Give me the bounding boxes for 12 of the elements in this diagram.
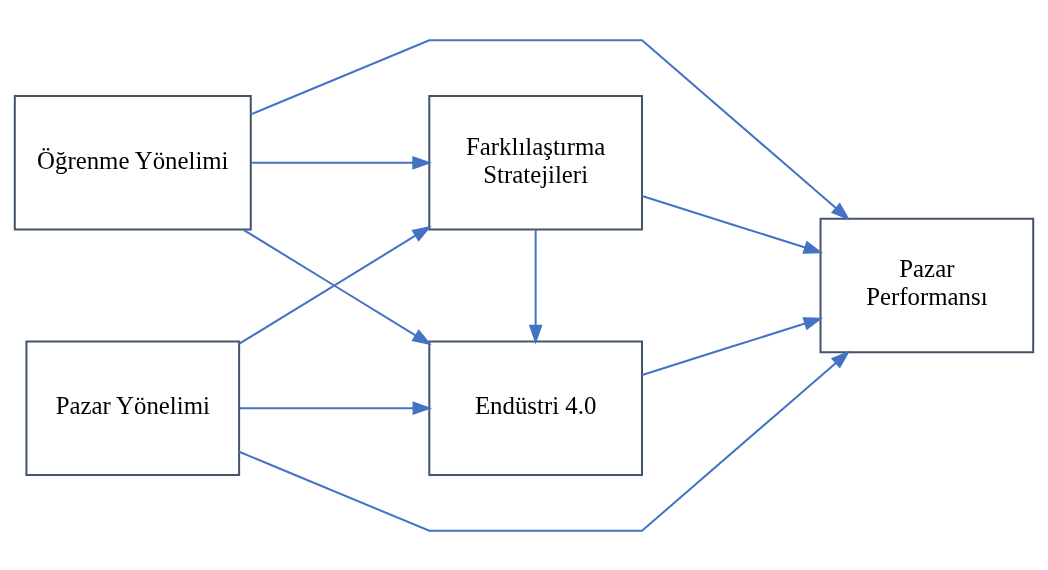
node-box: Farklılaştırma Stratejileri [428, 94, 643, 231]
arrow [238, 350, 851, 532]
node-box: Pazar Yönelimi [25, 339, 241, 476]
arrow [251, 155, 432, 170]
node-box: Öğrenme Yönelimi [13, 94, 252, 231]
arrow [528, 229, 543, 344]
arrow [239, 400, 433, 415]
node-box: Pazar Performansı [819, 217, 1035, 353]
node-box: Endüstri 4.0 [428, 339, 643, 476]
arrow [641, 316, 824, 376]
arrow [641, 194, 824, 254]
arrow [250, 38, 851, 220]
